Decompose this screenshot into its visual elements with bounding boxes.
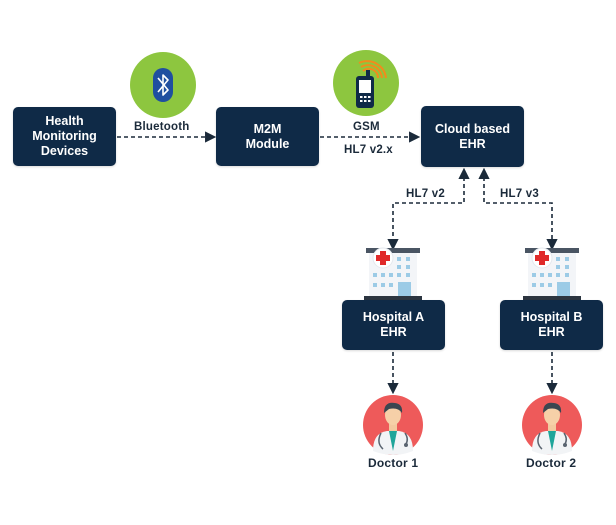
node-m2m-module: M2M Module xyxy=(216,107,319,166)
doctor-1-label: Doctor 1 xyxy=(368,456,419,470)
node-hospital-b-ehr: Hospital B EHR xyxy=(500,300,603,350)
node-label-line: Monitoring xyxy=(32,129,97,143)
connector-cloud-hospital-b xyxy=(478,167,558,251)
node-label-line: Hospital A xyxy=(362,310,425,324)
edge-label-bluetooth: Bluetooth xyxy=(134,121,190,133)
node-label-line: Hospital B xyxy=(520,310,583,324)
doctor-2-label: Doctor 2 xyxy=(526,456,577,470)
connector-cloud-hospital-a xyxy=(387,167,470,251)
node-cloud-based-ehr: Cloud based EHR xyxy=(421,106,524,167)
doctor-2-avatar-icon xyxy=(522,395,582,455)
node-label-line: Cloud based xyxy=(434,121,510,136)
node-label-line: EHR xyxy=(538,325,565,339)
node-label-line: Module xyxy=(245,136,290,151)
edge-label-hl7-v2x: HL7 v2.x xyxy=(344,144,393,156)
node-hospital-a-ehr: Hospital A EHR xyxy=(342,300,445,350)
hospital-b-building-icon xyxy=(523,247,581,300)
mobile-signal-icon xyxy=(333,50,399,116)
hospital-a-building-icon xyxy=(364,247,422,300)
node-label-line: EHR xyxy=(459,136,486,151)
node-health-monitoring-devices: Health Monitoring Devices xyxy=(13,107,116,166)
bluetooth-icon xyxy=(130,52,196,118)
node-label-line: Health xyxy=(45,114,84,128)
edge-label-gsm: GSM xyxy=(353,121,380,133)
node-label-line: EHR xyxy=(380,325,407,339)
edge-label-hl7-v3: HL7 v3 xyxy=(500,188,539,200)
doctor-1-avatar-icon xyxy=(363,395,423,455)
node-label-line: M2M xyxy=(253,121,282,136)
node-label-line: Devices xyxy=(40,144,89,158)
edge-label-hl7-v2: HL7 v2 xyxy=(406,188,445,200)
